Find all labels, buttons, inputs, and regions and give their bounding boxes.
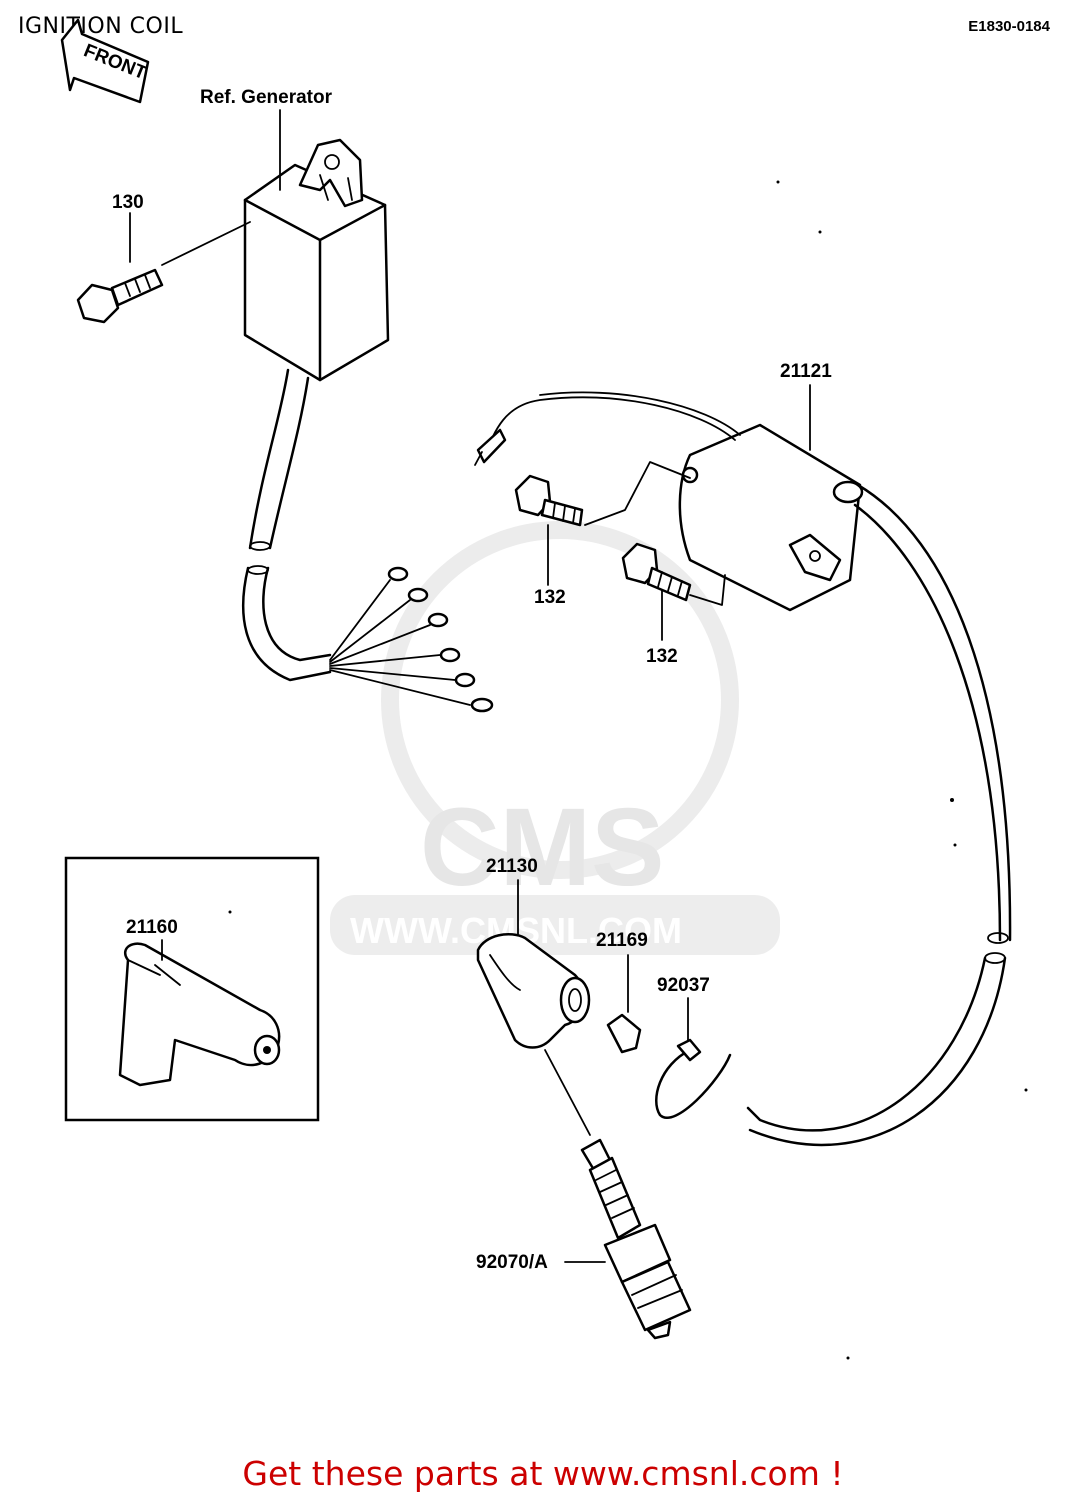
watermark-brand: CMS [420, 786, 664, 909]
bolt-132-b [621, 542, 726, 641]
band-92037 [655, 997, 732, 1119]
label-130: 130 [112, 192, 144, 213]
ignition-coil-21121 [474, 384, 1012, 1147]
footer-parts-link[interactable]: Get these parts at www.cmsnl.com ! [242, 1454, 844, 1493]
label-21160: 21160 [126, 917, 178, 938]
generator-unit [241, 138, 494, 713]
label-92037: 92037 [657, 975, 710, 996]
bolt-132-a [514, 461, 691, 586]
plug-cap-21130 [476, 879, 591, 1136]
page-title: IGNITION COIL [18, 14, 184, 39]
spark-plug-92070 [564, 1138, 692, 1340]
front-arrow: FRONT [60, 18, 150, 104]
label-132-b: 132 [646, 646, 678, 667]
diagram-code: E1830-0184 [968, 18, 1050, 35]
label-92070: 92070/A [476, 1252, 548, 1273]
inset-box [64, 856, 320, 1122]
label-21130: 21130 [486, 856, 538, 877]
bolt-130 [76, 212, 251, 324]
label-21121: 21121 [780, 361, 832, 382]
label-21169: 21169 [596, 930, 648, 951]
label-ref-generator: Ref. Generator [200, 87, 333, 108]
clip-21169 [606, 954, 642, 1054]
label-132-a: 132 [534, 587, 566, 608]
